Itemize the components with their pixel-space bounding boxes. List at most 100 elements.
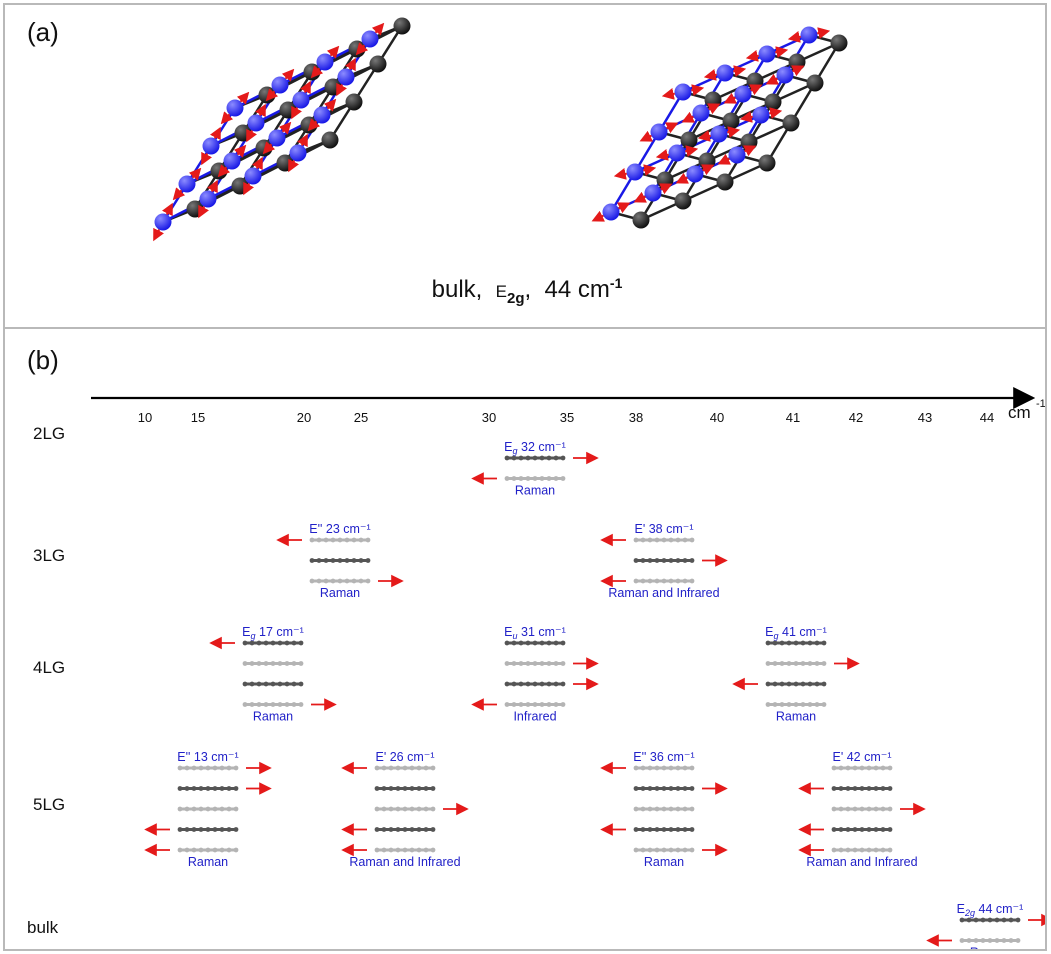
axis-tick-label: 41 (786, 410, 800, 425)
layer (374, 765, 436, 771)
displacement-arrow (345, 57, 356, 72)
layer (374, 786, 436, 791)
s-atom (680, 131, 698, 149)
mo-atom (602, 203, 620, 221)
layer (633, 765, 695, 771)
panel-a-caption: bulk, E2g, 44 cm-1 (5, 275, 1049, 307)
s-atom (758, 154, 776, 172)
displacement-arrow (791, 65, 805, 77)
layer (959, 938, 1021, 943)
displacement-arrow (297, 133, 308, 148)
axis-tick-label: 43 (918, 410, 932, 425)
s-atom (674, 192, 692, 210)
mode-label: Eg 41 cm⁻¹ (765, 625, 827, 641)
axis-tick-label: 20 (297, 410, 311, 425)
mode-activity: Raman (970, 946, 1010, 950)
displacement-arrow (336, 82, 347, 97)
mo-atom (223, 152, 241, 170)
mo-atom (202, 137, 220, 155)
layer (309, 537, 371, 543)
displacement-arrow (591, 210, 605, 222)
mo-atom (800, 26, 818, 44)
mo-atom (668, 144, 686, 162)
layer (242, 640, 304, 646)
s-atom (704, 91, 722, 109)
displacement-arrow (707, 103, 721, 115)
row-label-4lg: 4LG (33, 658, 65, 677)
displacement-arrow (745, 50, 759, 62)
s-atom (782, 114, 800, 132)
displacement-arrow (817, 27, 831, 39)
row-label-2lg: 2LG (33, 424, 65, 443)
row-label-bulk: bulk (27, 918, 59, 937)
displacement-arrow (162, 202, 173, 217)
mo-atom (716, 64, 734, 82)
displacement-arrow (252, 156, 263, 171)
displacement-arrow (723, 92, 737, 104)
displacement-arrow (326, 45, 340, 59)
crystal-structure-right (591, 26, 848, 229)
displacement-arrow (210, 126, 221, 141)
mo-atom (154, 213, 172, 231)
axis-tick-label: 38 (629, 410, 643, 425)
layer (504, 681, 566, 687)
layer (242, 702, 304, 707)
displacement-arrow (639, 130, 653, 142)
s-atom (740, 133, 758, 151)
displacement-arrow (310, 65, 324, 79)
crystal-structures (153, 17, 848, 242)
mode-activity: Raman (644, 855, 684, 869)
displacement-arrow (685, 145, 699, 157)
displacement-arrow (246, 128, 257, 143)
layer (504, 640, 566, 646)
layer (177, 847, 239, 853)
displacement-arrow (220, 111, 234, 125)
axis-unit-exponent: -1 (1036, 398, 1045, 410)
layer (633, 537, 695, 543)
s-atom (393, 17, 411, 35)
mo-atom (644, 184, 662, 202)
mode-label: E' 38 cm⁻¹ (634, 522, 693, 536)
axis-tick-label: 35 (560, 410, 574, 425)
mode-label: E' 26 cm⁻¹ (375, 750, 434, 764)
displacement-arrow (665, 122, 679, 134)
mode-5lg-26: E' 26 cm⁻¹ Raman and Infrared (341, 750, 469, 869)
displacement-arrow (307, 118, 321, 132)
mode-activity: Raman and Infrared (349, 855, 460, 869)
mo-atom (268, 129, 286, 147)
axis-tick-label: 30 (482, 410, 496, 425)
s-atom (746, 72, 764, 90)
layer (831, 847, 893, 853)
displacement-arrow (717, 153, 731, 165)
displacement-arrow (291, 105, 302, 120)
s-atom (788, 53, 806, 71)
displacement-arrow (233, 144, 247, 158)
layer (504, 702, 566, 707)
mo-atom (337, 68, 355, 86)
layer (831, 827, 893, 832)
mo-atom (244, 167, 262, 185)
mo-atom (361, 30, 379, 48)
mode-activity: Raman (320, 586, 360, 600)
s-atom (656, 171, 674, 189)
mo-atom (226, 99, 244, 117)
mode-activity: Infrared (513, 710, 556, 724)
crystal-structure-left (153, 17, 411, 242)
mo-atom (728, 146, 746, 164)
axis-unit: cm (1008, 403, 1031, 422)
panel-a-label: (a) (27, 17, 59, 47)
layer (765, 661, 827, 666)
s-atom (369, 55, 387, 73)
displacement-arrow (323, 98, 337, 112)
displacement-arrow (661, 88, 675, 100)
layer (633, 847, 695, 853)
displacement-arrow (153, 227, 164, 242)
layer (959, 917, 1021, 923)
displacement-arrow (262, 141, 276, 155)
